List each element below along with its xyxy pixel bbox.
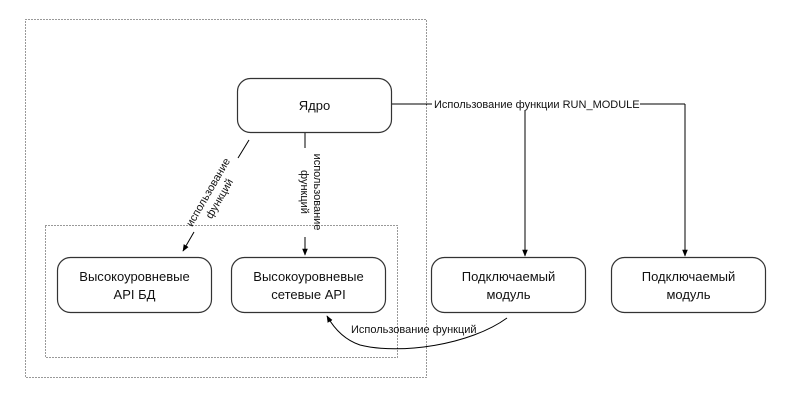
node-label: API БД xyxy=(114,287,156,302)
node-net-api[interactable]: Высокоуровневые сетевые API xyxy=(230,256,387,314)
node-module-1[interactable]: Подключаемый модуль xyxy=(430,256,587,314)
node-module-2[interactable]: Подключаемый модуль xyxy=(610,256,767,314)
edge-core-to-db-api: использование функций xyxy=(182,139,250,252)
outer-group-boundary xyxy=(25,19,427,378)
node-label: сетевые API xyxy=(271,287,345,302)
node-core[interactable]: Ядро xyxy=(236,77,393,134)
edge-label-functions: Использование функций xyxy=(351,324,477,336)
edge-curve xyxy=(326,315,508,350)
node-label: Высокоуровневые xyxy=(79,269,189,284)
edge-core-to-modules: Использование функции RUN_MODULE xyxy=(392,99,688,257)
node-label: модуль xyxy=(666,287,710,302)
node-label: Подключаемый xyxy=(462,269,556,284)
node-label: Ядро xyxy=(299,98,330,113)
edge-module-to-net-api: Использование функций xyxy=(326,315,508,350)
edge-label-line: использование xyxy=(311,154,323,231)
edge-label-run-module: Использование функции RUN_MODULE xyxy=(434,99,640,111)
edge-label-line: функций xyxy=(298,170,310,214)
node-db-api[interactable]: Высокоуровневые API БД xyxy=(56,256,213,314)
edge-line xyxy=(237,139,250,159)
node-label: модуль xyxy=(486,287,530,302)
node-label: Подключаемый xyxy=(642,269,736,284)
edge-core-to-net-api: использование функций xyxy=(298,133,323,256)
node-label: Высокоуровневые xyxy=(253,269,363,284)
edge-line xyxy=(182,231,195,252)
api-group-boundary xyxy=(45,225,398,358)
